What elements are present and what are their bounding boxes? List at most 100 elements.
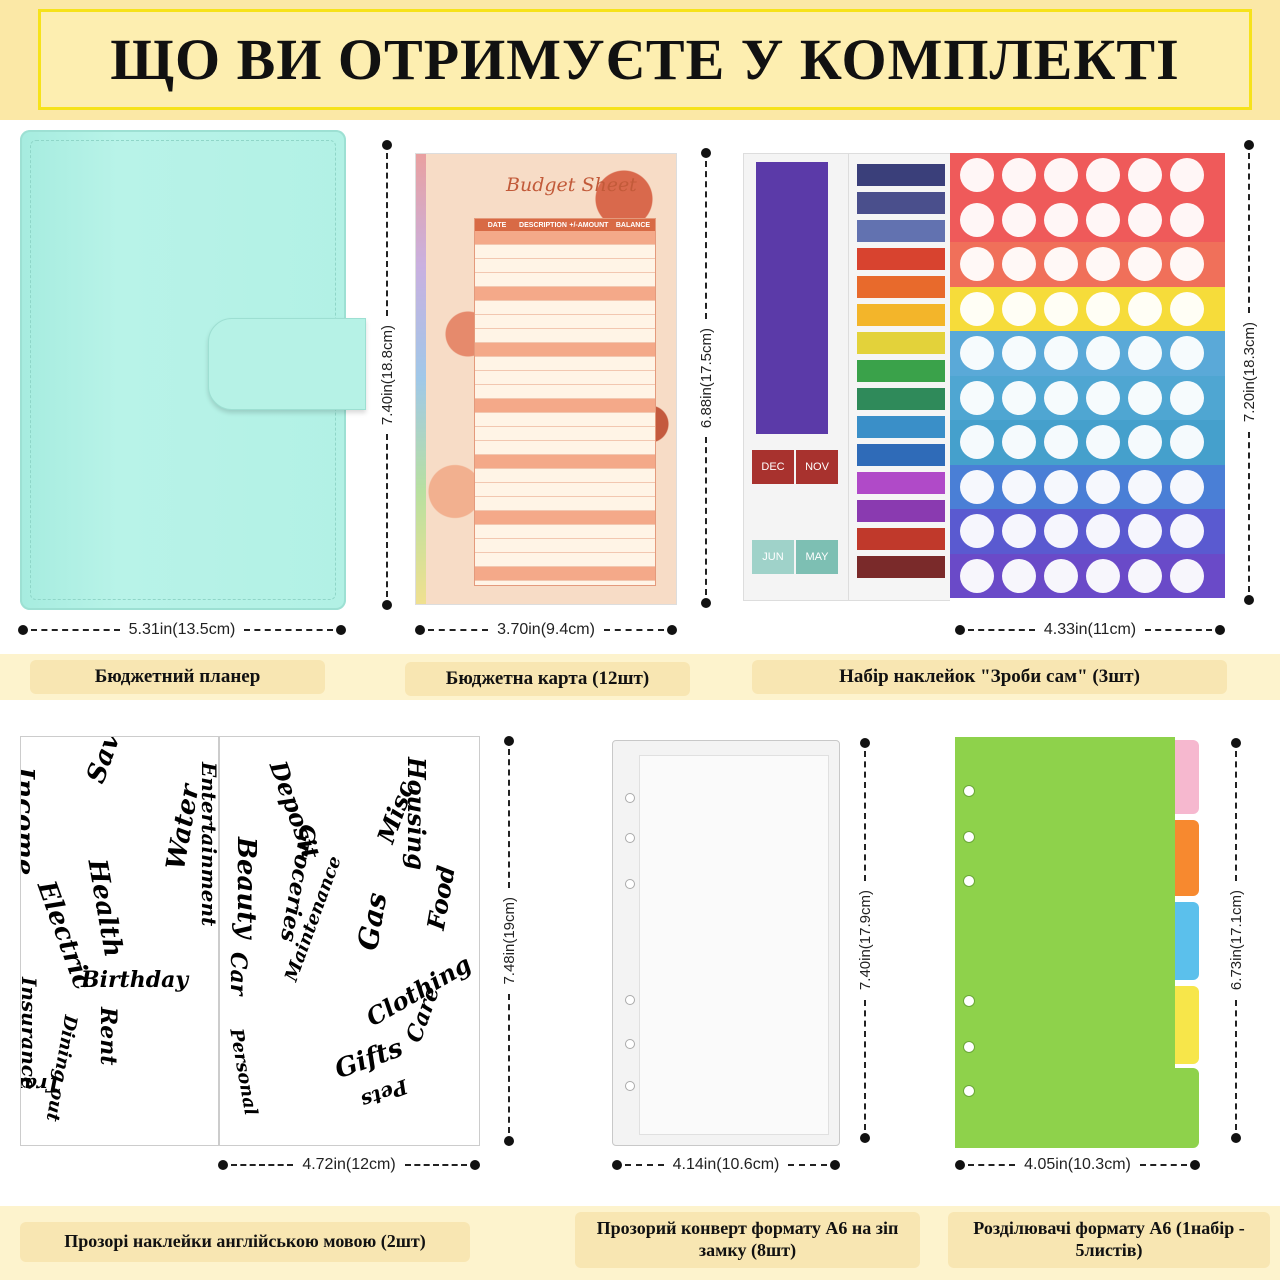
sheet-colored-edges	[416, 154, 426, 604]
envelope-label: Прозорий конверт формату А6 на зіп замку…	[575, 1212, 920, 1268]
round-icon-sticker	[960, 425, 994, 459]
round-icon-sticker	[1170, 514, 1204, 548]
month-sticker-nov: NOV	[796, 450, 838, 484]
word-sticker: Food	[421, 863, 461, 933]
divider-sheet-image	[955, 737, 1175, 1148]
round-icon-sticker	[1170, 291, 1204, 326]
table-row	[475, 525, 655, 539]
month-sticker-dec: DEC	[752, 450, 794, 484]
binder-hole	[963, 1041, 975, 1053]
dividers-label: Розділювачі формату А6 (1набір - 5листів…	[948, 1212, 1270, 1268]
table-row	[475, 539, 655, 553]
page-title: ЩО ВИ ОТРИМУЄТЕ У КОМПЛЕКТІ	[110, 27, 1180, 92]
envelope-pocket	[639, 755, 829, 1135]
budget-sheet-image: Budget Sheet DATE DESCRIPTION +/-AMOUNT …	[415, 153, 677, 605]
round-icon-sticker	[1086, 425, 1120, 459]
round-icon-sticker	[960, 247, 994, 281]
table-row	[475, 357, 655, 371]
round-icon-sticker	[1170, 380, 1204, 415]
envelope-width-label: 4.14in(10.6cm)	[672, 1156, 780, 1173]
planner-width-label: 5.31in(13.5cm)	[128, 621, 236, 638]
round-icon-sticker	[1128, 380, 1162, 415]
word-stickers-width-dimension: 4.72in(12cm)	[218, 1156, 480, 1173]
round-icon-sticker	[1086, 202, 1120, 237]
diy-stickers-height-dimension: 7.20in(18.3cm)	[1240, 140, 1258, 605]
word-sticker: Transportation	[21, 1073, 61, 1097]
round-icon-sticker	[1044, 425, 1078, 459]
round-icon-sticker	[1128, 425, 1162, 459]
round-icon-sticker	[960, 158, 994, 192]
flag-sticker	[857, 332, 945, 354]
round-icon-sticker	[1086, 158, 1120, 192]
round-icon-sticker	[1002, 380, 1036, 415]
round-icon-sticker	[960, 469, 994, 504]
table-row	[475, 427, 655, 441]
round-icon-sticker	[1086, 247, 1120, 281]
word-sticker: Gas	[351, 890, 394, 953]
round-icon-sticker	[1128, 291, 1162, 326]
round-icon-sticker	[960, 291, 994, 326]
table-row	[475, 371, 655, 385]
round-icon-sticker	[1086, 514, 1120, 548]
round-icon-sticker	[960, 514, 994, 548]
round-icon-sticker	[1002, 247, 1036, 281]
todo-sticker-sheet: DEC NOV JUN MAY	[743, 153, 853, 601]
word-sticker: Beauty	[231, 837, 261, 939]
table-row	[475, 245, 655, 259]
binder-hole	[625, 879, 635, 889]
planner-width-dimension: 5.31in(13.5cm)	[18, 621, 346, 638]
table-row	[475, 441, 655, 455]
binder-hole	[963, 995, 975, 1007]
round-icon-sticker	[1002, 514, 1036, 548]
binder-hole	[963, 1085, 975, 1097]
dividers-height-dimension: 6.73in(17.1cm)	[1227, 738, 1245, 1143]
divider-tab-yellow	[1175, 986, 1199, 1064]
binder-hole	[963, 831, 975, 843]
round-icon-sticker	[1086, 380, 1120, 415]
diy-stickers-label: Набір наклейок "Зроби сам" (3шт)	[752, 660, 1227, 694]
diy-stickers-width-label: 4.33in(11cm)	[1043, 621, 1137, 638]
divider-tab-green	[1175, 1068, 1199, 1148]
round-icon-sticker	[1044, 202, 1078, 237]
word-sticker: Personal	[225, 1027, 262, 1118]
table-row	[475, 385, 655, 399]
flag-sticker	[857, 444, 945, 466]
word-sticker: Entertainment	[197, 762, 221, 927]
budget-sheet-header-row: DATE DESCRIPTION +/-AMOUNT BALANCE	[475, 219, 655, 231]
table-row	[475, 287, 655, 301]
table-row	[475, 259, 655, 273]
table-row	[475, 413, 655, 427]
table-row	[475, 231, 655, 245]
table-row	[475, 483, 655, 497]
word-stickers-image: IncomeSavingsElectricHealthWaterBirthday…	[20, 736, 480, 1146]
round-icon-sticker	[1044, 558, 1078, 593]
round-icon-sticker	[960, 336, 994, 370]
divider-tab-orange	[1175, 820, 1199, 896]
round-icon-sticker	[1170, 158, 1204, 192]
budget-card-height-dimension: 6.88in(17.5cm)	[697, 148, 715, 608]
round-icon-sticker	[960, 558, 994, 593]
planner-height-dimension: 7.40in(18.8cm)	[378, 140, 396, 610]
budget-card-label: Бюджетна карта (12шт)	[405, 662, 690, 696]
word-stickers-height-label: 7.48in(19cm)	[500, 897, 518, 985]
flag-sticker	[857, 416, 945, 438]
flag-sticker	[857, 192, 945, 214]
column-date: DATE	[487, 221, 507, 229]
planner-image	[20, 130, 366, 610]
divider-tab-pink	[1175, 740, 1199, 814]
flag-sticker	[857, 304, 945, 326]
column-amount: +/-AMOUNT	[569, 221, 609, 229]
round-icon-sticker	[1002, 158, 1036, 192]
round-icon-sticker	[1128, 158, 1162, 192]
flag-sticker	[857, 528, 945, 550]
round-icon-sticker	[1170, 247, 1204, 281]
table-row	[475, 273, 655, 287]
flag-sticker	[857, 388, 945, 410]
binder-hole	[963, 785, 975, 797]
round-icon-sticker	[1170, 425, 1204, 459]
round-icon-sticker	[1044, 469, 1078, 504]
round-icon-sticker	[1086, 558, 1120, 593]
column-description: DESCRIPTION	[519, 221, 567, 229]
column-balance: BALANCE	[615, 221, 651, 229]
table-row	[475, 511, 655, 525]
